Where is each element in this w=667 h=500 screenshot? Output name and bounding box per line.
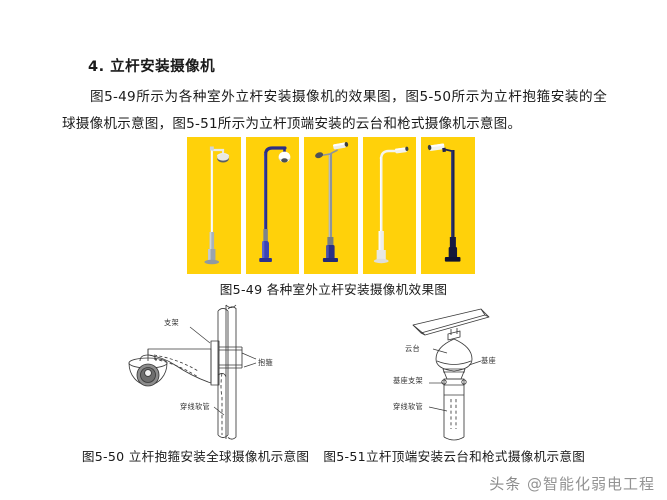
label-conduit-right: 穿线软管: [393, 402, 423, 411]
figure-51-caption: 图5-51立杆顶端安装云台和枪式摄像机示意图: [323, 449, 586, 464]
label-base: 基座: [481, 356, 496, 365]
watermark-platform: 头条: [489, 475, 522, 493]
figure-49-photo-strip: [187, 137, 475, 274]
label-conduit: 穿线软管: [180, 402, 210, 411]
bottom-captions: 图5-50 立杆抱箍安装全球摄像机示意图 图5-51立杆顶端安装云台和枪式摄像机…: [0, 446, 667, 465]
caption-gap: [309, 449, 323, 464]
photo-panel-blue-pole-dome: [245, 137, 300, 274]
figure-50-caption: 图5-50 立杆抱箍安装全球摄像机示意图: [81, 449, 310, 464]
photo-panel-white-pole-dome: [187, 137, 241, 274]
figure-50-drawing: 支架 抱箍 穿线软管: [118, 303, 323, 443]
label-bracket: 支架: [164, 318, 179, 327]
section-heading: 4. 立杆安装摄像机: [88, 59, 216, 75]
figure-51-drawing: 云台 基座 基座支架 穿线软管: [385, 303, 560, 443]
photo-panel-grey-pole-dual-bullet: [304, 137, 358, 274]
label-pan-tilt: 云台: [405, 344, 420, 353]
watermark: 头条 @智能化弱电工程: [489, 473, 655, 494]
watermark-handle: @智能化弱电工程: [526, 475, 655, 493]
label-base-bracket: 基座支架: [393, 376, 423, 385]
photo-panel-navy-pole-bullet: [421, 137, 475, 274]
photo-panel-white-pole-bullet: [362, 137, 417, 274]
body-paragraph: 图5-49所示为各种室外立杆安装摄像机的效果图，图5-50所示为立杆抱箍安装的全…: [62, 89, 607, 132]
label-clamp: 抱箍: [258, 358, 273, 367]
figure-49-caption: 图5-49 各种室外立杆安装摄像机效果图: [219, 282, 448, 297]
